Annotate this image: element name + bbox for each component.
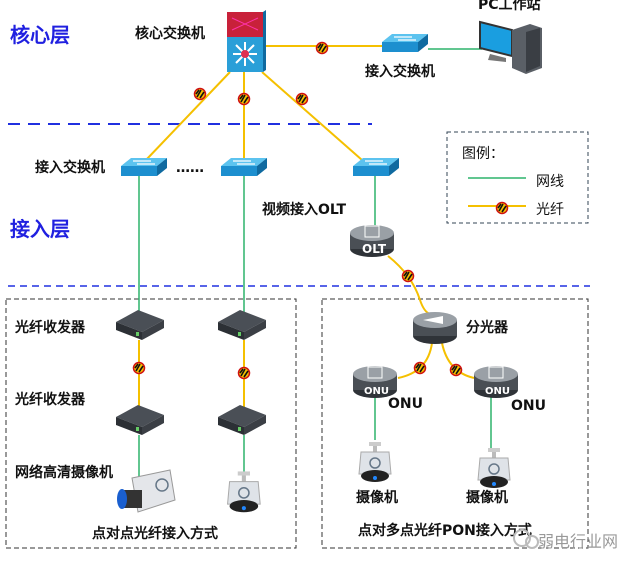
camera-label: 摄像机 — [356, 489, 398, 506]
p2p-box — [5, 298, 297, 549]
onu-icon: ONU — [474, 366, 518, 398]
p2p-caption: 点对点光纤接入方式 — [92, 525, 218, 542]
watermark-text: 弱电行业网 — [538, 532, 618, 551]
fiber-transceiver-icon — [218, 310, 266, 340]
pc-workstation-label: PC工作站 — [478, 0, 541, 13]
access-layer-label: 接入层 — [10, 217, 70, 241]
watermark: 弱电行业网 — [513, 529, 618, 551]
transceiver-label: 光纤收发器 — [14, 319, 86, 336]
olt-icon: OLT — [350, 225, 394, 257]
box-camera-icon — [117, 469, 176, 513]
access-switch-icon — [352, 157, 400, 177]
hd-camera-label: 网络高清摄像机 — [15, 464, 113, 481]
cable-links — [138, 48, 492, 495]
dome-camera-icon — [358, 441, 392, 483]
ellipsis: …… — [176, 160, 204, 176]
core-switch-label: 核心交换机 — [135, 25, 205, 42]
olt-label: 视频接入OLT — [262, 201, 347, 218]
access-switch-icon — [381, 33, 429, 53]
access-switch-icon — [220, 157, 268, 177]
legend: 图例： 网线 光纤 — [446, 131, 589, 224]
transceiver-label: 光纤收发器 — [14, 391, 86, 408]
fiber-transceiver-icon — [218, 405, 266, 435]
fiber-transceiver-icon — [116, 405, 164, 435]
pc-workstation-icon — [479, 20, 542, 74]
splitter-label: 分光器 — [466, 319, 509, 336]
pon-caption: 点对多点光纤PON接入方式 — [358, 522, 532, 539]
core-layer-label: 核心层 — [10, 23, 70, 47]
legend-title: 图例： — [462, 146, 504, 162]
onu-label: ONU — [511, 398, 546, 414]
fiber-transceiver-icon — [116, 310, 164, 340]
core-switch-icon — [227, 10, 266, 72]
svg-text:ONU: ONU — [485, 386, 510, 397]
dome-camera-icon — [226, 470, 261, 514]
access-switch-label: 接入交换机 — [35, 159, 105, 176]
camera-label: 摄像机 — [466, 489, 508, 506]
svg-text:OLT: OLT — [362, 242, 387, 256]
legend-fiber-label: 光纤 — [536, 202, 564, 218]
onu-icon: ONU — [353, 366, 397, 398]
onu-label: ONU — [388, 396, 423, 412]
access-switch-icon — [120, 157, 168, 177]
svg-text:ONU: ONU — [364, 386, 389, 397]
access-switch-label: 接入交换机 — [365, 63, 435, 80]
pon-box — [321, 298, 589, 549]
splitter-icon — [413, 312, 457, 344]
legend-cable-label: 网线 — [536, 174, 564, 190]
dome-camera-icon — [477, 447, 511, 489]
